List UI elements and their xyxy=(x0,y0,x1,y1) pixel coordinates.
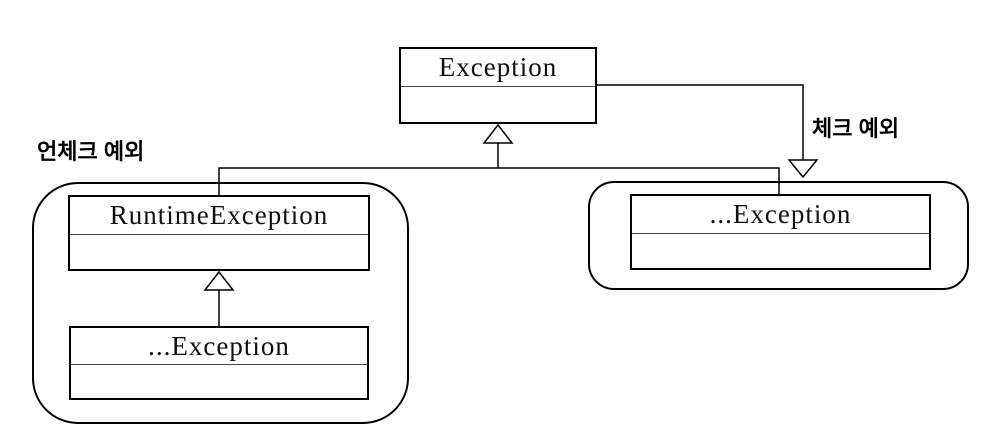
arrowhead-down-checked-group xyxy=(787,159,819,179)
unchecked-subclass-members xyxy=(71,365,367,398)
exception-class-members xyxy=(401,87,595,122)
runtime-exception-class-box: RuntimeException xyxy=(68,195,370,271)
checked-exception-arrow-line xyxy=(597,84,804,160)
runtime-exception-class-members xyxy=(70,235,368,269)
checked-group-label: 체크 예외 xyxy=(812,116,900,141)
unchecked-group-label: 언체크 예외 xyxy=(37,139,145,164)
runtime-exception-class-name: RuntimeException xyxy=(70,197,368,235)
exception-class-name: Exception xyxy=(401,49,595,87)
checked-subclass-members xyxy=(632,234,929,268)
generalization-arrowhead-up-exception xyxy=(482,123,514,144)
exception-class-box: Exception xyxy=(399,47,597,124)
checked-subclass-box: ...Exception xyxy=(630,194,931,270)
unchecked-subclass-name: ...Exception xyxy=(71,328,367,365)
unchecked-subclass-box: ...Exception xyxy=(69,326,369,400)
checked-subclass-name: ...Exception xyxy=(632,196,929,234)
